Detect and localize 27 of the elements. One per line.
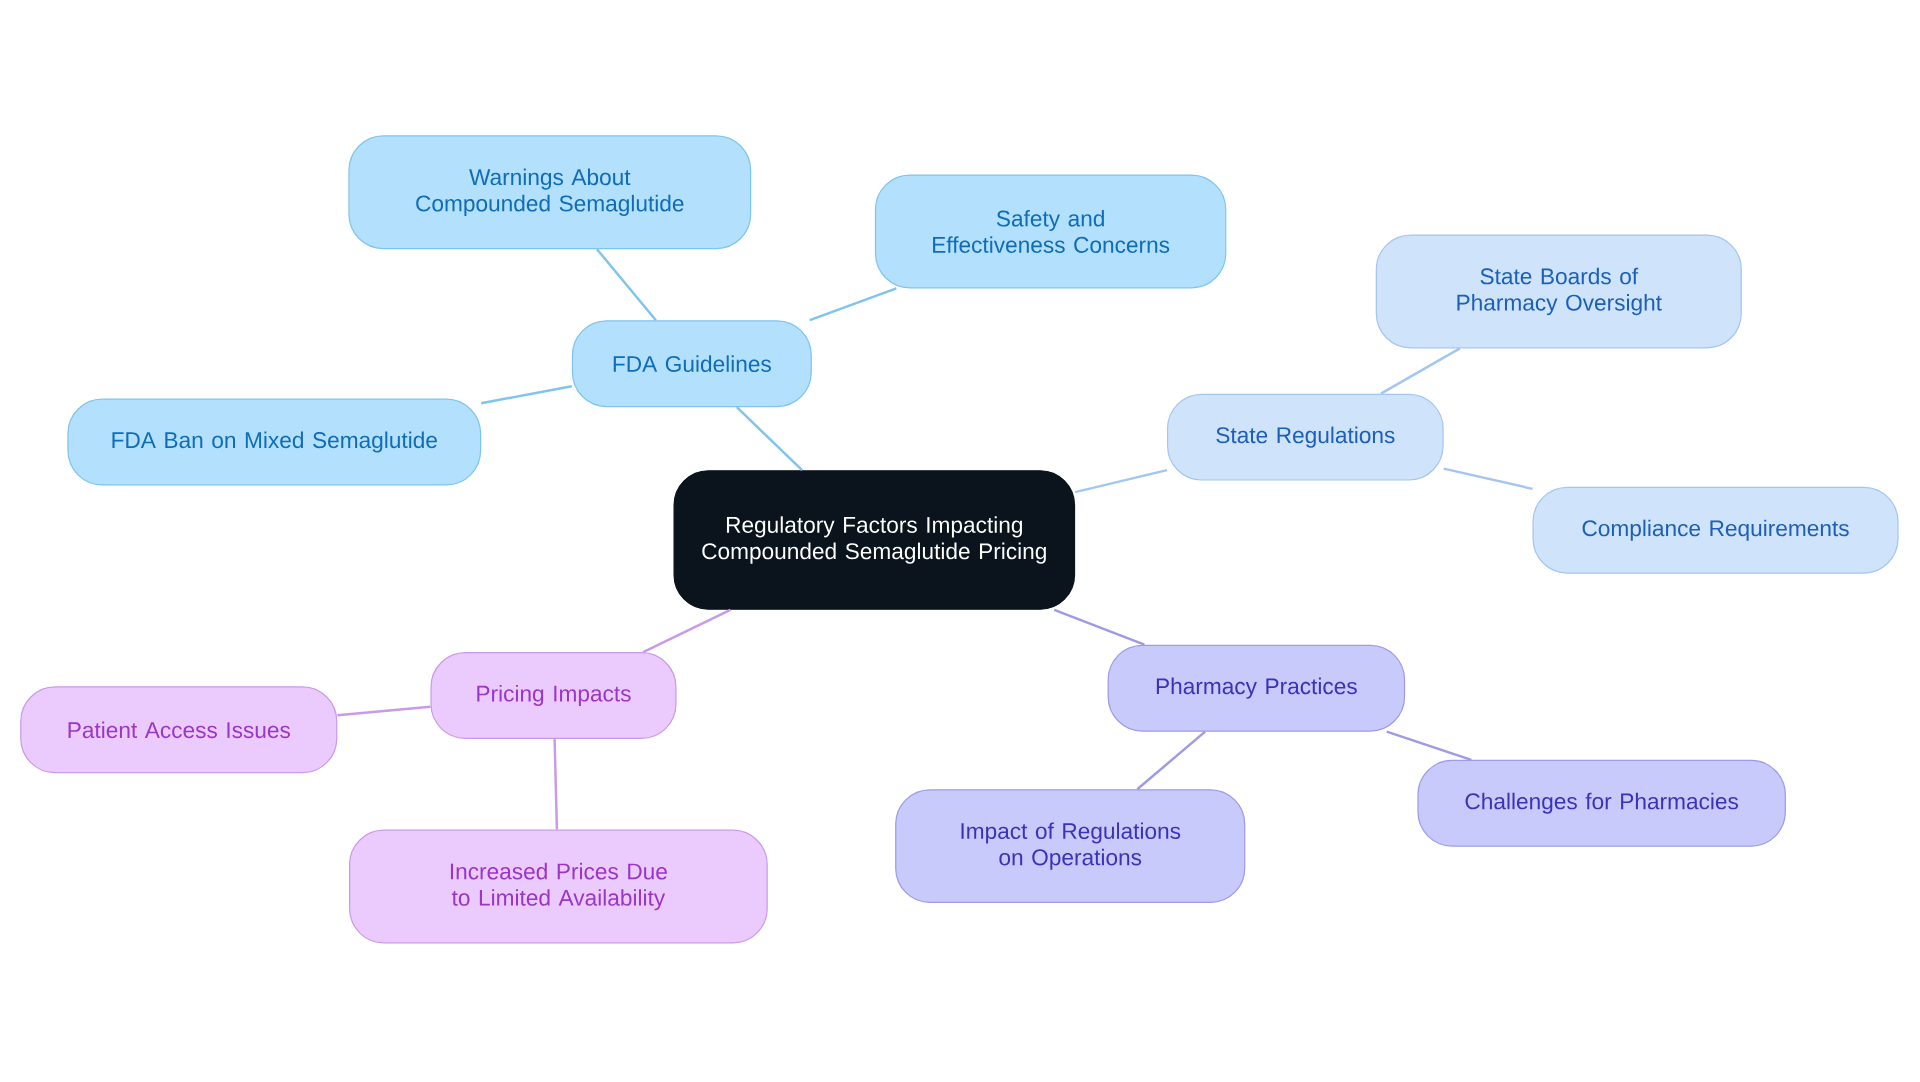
connector-line xyxy=(596,248,657,321)
connector-line xyxy=(1136,730,1206,790)
topic-box: Impact of Regulations on Operations xyxy=(895,789,1246,903)
topic-box: Safety and Effectiveness Concerns xyxy=(874,174,1227,289)
central-topic-box: Regulatory Factors Impacting Compounded Semaglutide Pricing xyxy=(673,470,1076,610)
connector-line xyxy=(642,608,731,653)
topic-box: State Regulations xyxy=(1166,393,1444,481)
topic-box: Patient Access Issues xyxy=(20,686,338,774)
topic-box: Challenges for Pharmacies xyxy=(1417,759,1786,847)
connector-line xyxy=(1380,347,1461,395)
connector-line xyxy=(1443,467,1533,490)
connector-line xyxy=(481,384,573,405)
topic-box: Pricing Impacts xyxy=(430,651,677,739)
connector-line xyxy=(1074,468,1168,494)
connector-line xyxy=(1386,730,1472,761)
topic-box: FDA Ban on Mixed Semaglutide xyxy=(67,398,482,486)
topic-box: State Boards of Pharmacy Oversight xyxy=(1375,234,1742,349)
connector-line xyxy=(1053,608,1145,646)
connector-line xyxy=(337,705,431,717)
topic-box: Pharmacy Practices xyxy=(1107,644,1406,732)
connector-line xyxy=(553,738,559,830)
topic-box: Increased Prices Due to Limited Availability xyxy=(349,829,768,944)
topic-box: Warnings About Compounded Semaglutide xyxy=(348,135,752,249)
connector-line xyxy=(735,406,803,471)
topic-box: FDA Guidelines xyxy=(571,320,812,407)
topic-box: Compliance Requirements xyxy=(1532,486,1899,574)
connector-line xyxy=(809,287,897,322)
